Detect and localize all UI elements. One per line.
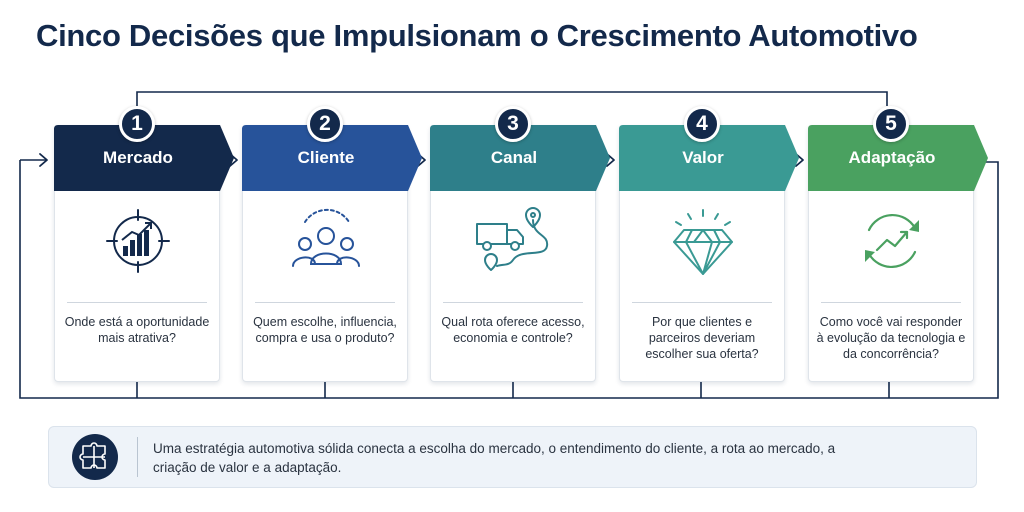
delivery-route-icon [476,207,549,271]
step-label: Cliente [297,148,355,167]
diamond-icon [673,209,733,275]
card-divider [821,302,961,303]
page-title: Cinco Decisões que Impulsionam o Crescim… [36,18,918,53]
summary-box: Uma estratégia automotiva sólida conecta… [48,426,977,488]
step-label: Canal [490,148,538,167]
step-number-badge: 3 [495,106,531,142]
step-number-badge: 1 [119,106,155,142]
step-label: Valor [682,148,724,167]
step-label: Mercado [103,148,173,167]
target-chart-icon [106,209,170,273]
step-header: Valor [619,125,801,191]
step-number-badge: 4 [684,106,720,142]
step-label: Adaptação [848,148,936,167]
step-description: Qual rota oferece acesso, economia e con… [441,315,585,345]
step-number-badge: 5 [873,106,909,142]
puzzle-icon [72,434,118,480]
step-number-badge: 2 [307,106,343,142]
step-description: Onde está a oportunidade mais atrativa? [64,315,210,345]
step-header: Adaptação [808,125,990,191]
step-description: Por que clientes e parceiros deveriam es… [645,315,759,361]
footer-text: Uma estratégia automotiva sólida conecta… [153,441,836,475]
card-divider [255,302,395,303]
step-header: Mercado [54,125,236,191]
cycle-growth-icon [865,213,919,269]
card-divider [632,302,772,303]
step-description: Quem escolhe, influencia, compra e usa o… [253,315,397,345]
footer-separator [137,437,138,477]
card-divider [443,302,583,303]
step-description: Como você vai responder à evolução da te… [816,315,966,361]
card-divider [67,302,207,303]
step-header: Cliente [242,125,424,191]
people-group-icon [292,208,360,267]
step-header: Canal [430,125,612,191]
